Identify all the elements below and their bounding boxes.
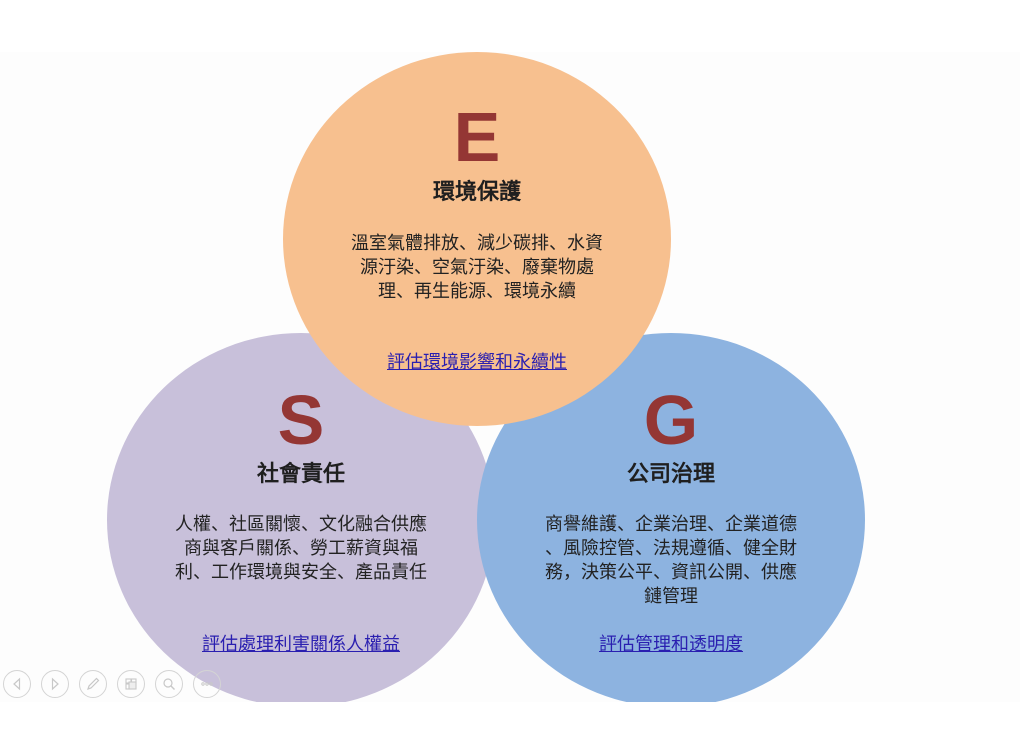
social-link-row: 評估處理利害關係人權益	[107, 633, 495, 657]
pen-tool-button[interactable]	[79, 670, 107, 698]
environment-link-row: 評估環境影響和永續性	[283, 351, 671, 375]
more-options-button[interactable]	[193, 670, 221, 698]
governance-circle: G 公司治理 商譽維護、企業治理、企業道德 、風險控管、法規遵循、健全財務，決策…	[477, 333, 865, 702]
ellipsis-icon	[201, 682, 213, 686]
pen-icon	[87, 677, 100, 690]
zoom-button[interactable]	[155, 670, 183, 698]
magnifier-icon	[163, 678, 175, 690]
environment-link[interactable]: 評估環境影響和永續性	[387, 352, 567, 373]
slide: S 社會責任 人權、社區關懷、文化融合供應商與客戶關係、勞工薪資與福利、工作環境…	[0, 52, 1020, 702]
triangle-left-icon	[13, 677, 21, 691]
environment-description: 溫室氣體排放、減少碳排、水資源汙染、空氣汙染、廢棄物處理、再生能源、環境永續	[351, 233, 603, 302]
governance-link[interactable]: 評估管理和透明度	[599, 634, 743, 655]
environment-title: 環境保護	[432, 180, 521, 205]
governance-letter: G	[643, 381, 699, 459]
next-slide-button[interactable]	[41, 670, 69, 698]
social-letter: S	[277, 381, 325, 459]
social-description: 人權、社區關懷、文化融合供應商與客戶關係、勞工薪資與福利、工作環境與安全、產品責…	[175, 514, 427, 583]
see-all-slides-button[interactable]	[117, 670, 145, 698]
slides-grid-icon	[125, 678, 137, 690]
environment-circle: E 環境保護 溫室氣體排放、減少碳排、水資源汙染、空氣汙染、廢棄物處理、再生能源…	[283, 52, 671, 426]
governance-description: 商譽維護、企業治理、企業道德 、風險控管、法規遵循、健全財務，決策公平、資訊公開…	[545, 514, 797, 607]
triangle-right-icon	[51, 677, 59, 691]
governance-title: 公司治理	[626, 462, 715, 487]
environment-letter: E	[453, 98, 501, 176]
slideshow-controls	[3, 670, 221, 698]
previous-slide-button[interactable]	[3, 670, 31, 698]
governance-link-row: 評估管理和透明度	[477, 633, 865, 657]
social-title: 社會責任	[256, 462, 345, 487]
social-link[interactable]: 評估處理利害關係人權益	[202, 634, 400, 655]
